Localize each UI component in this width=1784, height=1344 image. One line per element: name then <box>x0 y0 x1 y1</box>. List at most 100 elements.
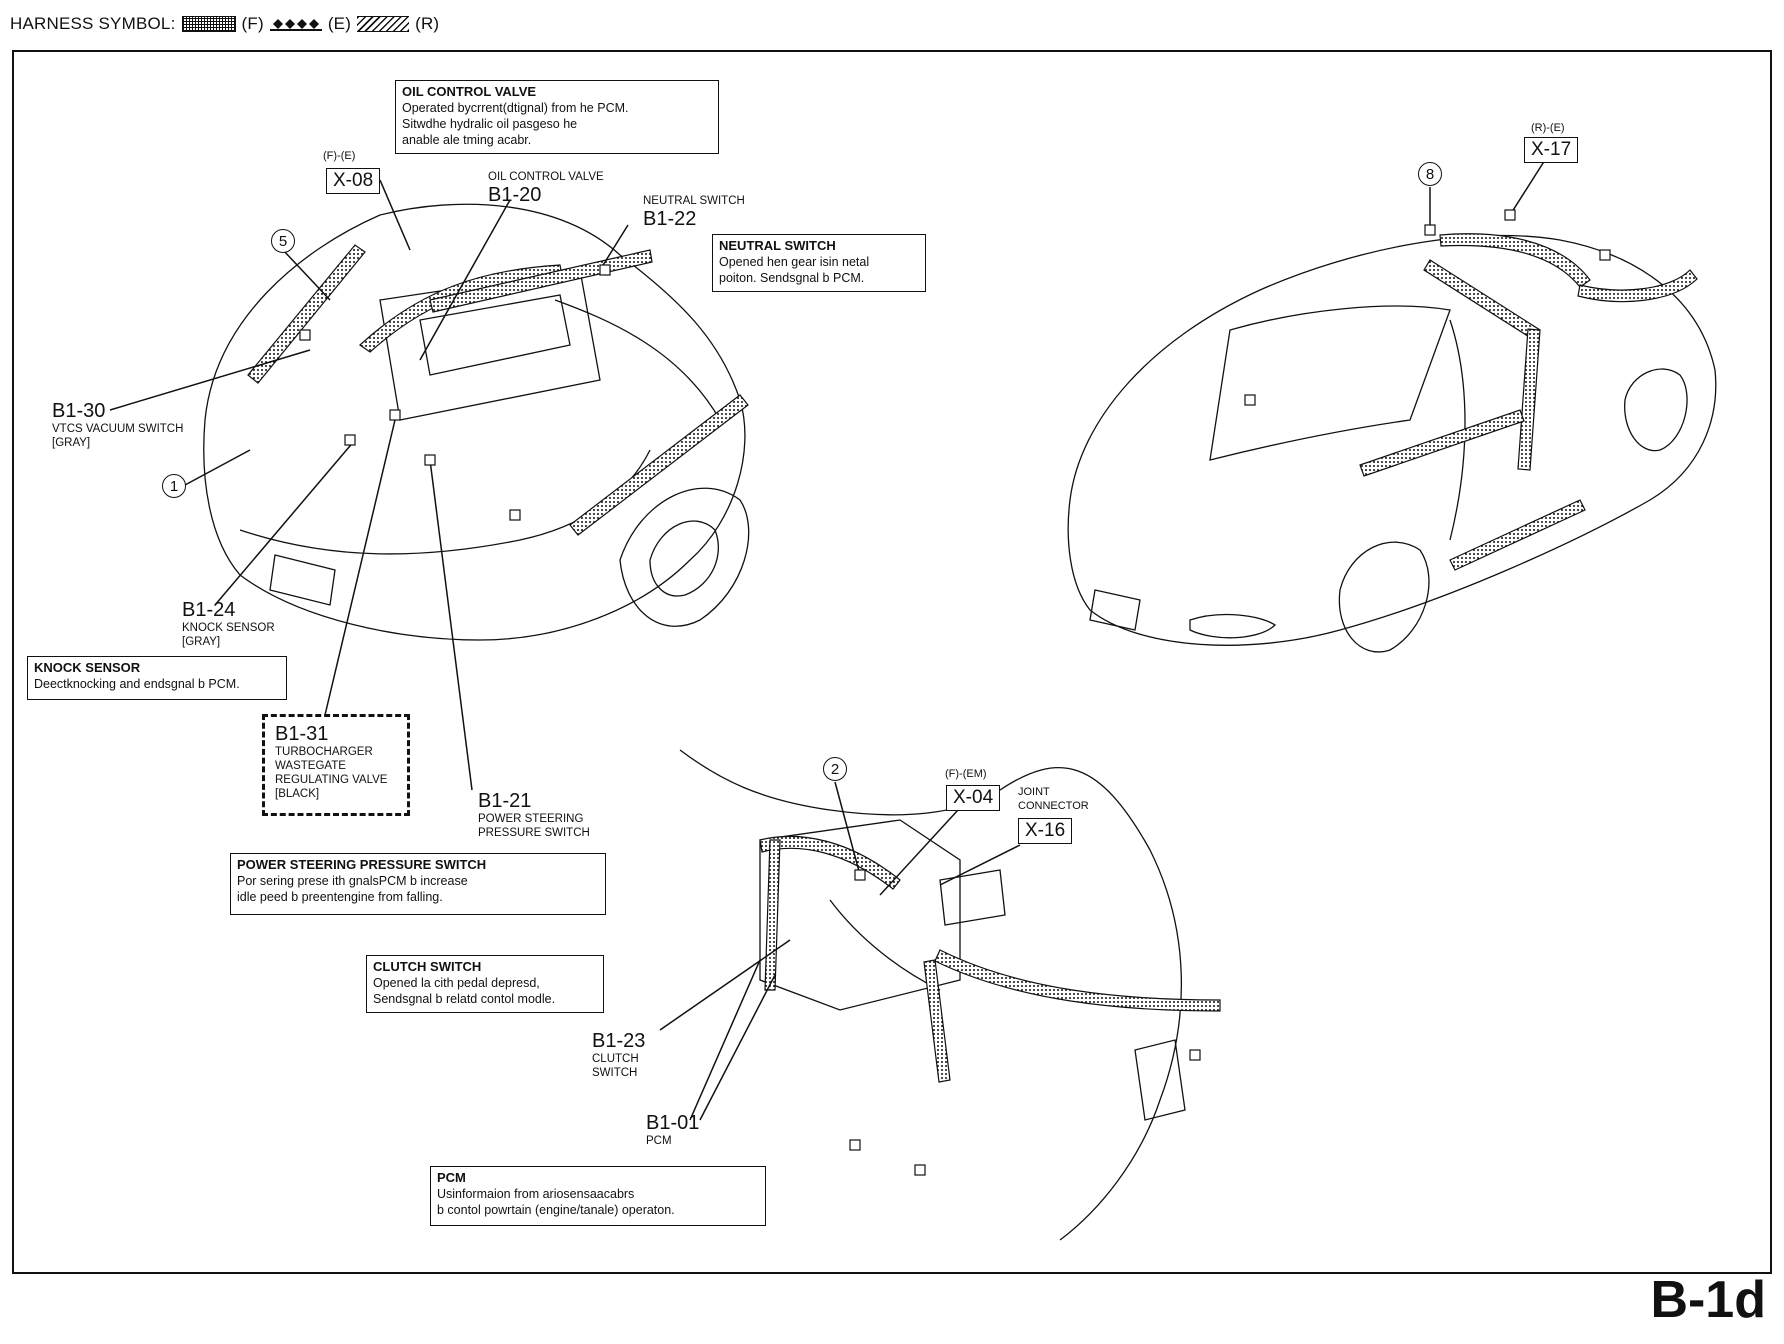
callout-b123: B1-23 <box>592 1030 646 1052</box>
b131-dashed-callout: B1-31 TURBOCHARGER WASTEGATE REGULATING … <box>262 714 410 816</box>
connector <box>1599 249 1611 261</box>
connector-x17: X-17 <box>1524 137 1579 163</box>
harness-bundle-body-d <box>1449 499 1586 571</box>
connector <box>344 434 356 446</box>
pcm-description: PCM Usinformaion from ariosensaacabrs b … <box>430 1166 766 1226</box>
leader-x17 <box>1509 159 1546 216</box>
description-title: CLUTCH SWITCH <box>373 959 482 974</box>
leader-b101b <box>699 974 776 1121</box>
description-line: Opened la cith pedal depresd, <box>373 976 540 990</box>
leader-n1 <box>184 449 251 486</box>
leader-b131 <box>324 419 396 716</box>
description-title: KNOCK SENSOR <box>34 660 141 675</box>
harness-bundle-front-right <box>569 394 749 536</box>
connector-x08: X-08 <box>326 168 381 194</box>
leader-b124 <box>214 439 356 606</box>
harness-front-symbol <box>181 16 236 32</box>
b122-sub: NEUTRAL SWITCH <box>643 195 745 207</box>
left-car-wheel <box>619 487 750 627</box>
right-car-plate <box>1089 589 1141 631</box>
callout-b131: B1-31 <box>275 723 329 745</box>
b123-sub-2: SWITCH <box>592 1067 638 1079</box>
connector <box>509 509 521 521</box>
description-line: Operated bycrrent(dtignal) from he PCM. <box>402 101 629 115</box>
left-car-body <box>203 203 746 641</box>
leader-x16 <box>939 844 1021 886</box>
right-car-door <box>1449 319 1466 541</box>
b130-sub-1: VTCS VACUUM SWITCH <box>52 423 184 435</box>
legend-rear-label: (R) <box>415 14 440 33</box>
circled-number-8: 8 <box>1418 162 1442 186</box>
b124-sub-1: KNOCK SENSOR <box>182 622 275 634</box>
callout-b120: B1-20 <box>488 184 542 206</box>
circled-number-1: 1 <box>162 474 186 498</box>
description-line: idle peed b preentengine from falling. <box>237 890 443 904</box>
description-line: Por sering prese ith gnalsPCM b increase <box>237 874 468 888</box>
connector-x04: X-04 <box>946 785 1001 811</box>
b131-sub-3: REGULATING VALVE <box>275 774 388 786</box>
harness-bundle-body-e <box>1577 269 1698 303</box>
harness-engine-symbol <box>269 19 322 31</box>
x16-note-1: JOINT <box>1018 786 1050 798</box>
leader-x08 <box>379 179 411 251</box>
callout-b122: B1-22 <box>643 208 697 230</box>
b101-sub-1: PCM <box>646 1135 672 1147</box>
right-car-headlight <box>1189 613 1277 639</box>
b123-sub-1: CLUTCH <box>592 1053 639 1065</box>
b120-sub: OIL CONTROL VALVE <box>488 171 604 183</box>
callout-b121: B1-21 <box>478 790 532 812</box>
connector <box>1424 224 1436 236</box>
harness-symbol-legend: HARNESS SYMBOL: (F) (E) (R) <box>10 14 439 34</box>
power-steering-description: POWER STEERING PRESSURE SWITCH Por serin… <box>230 853 606 915</box>
pcm-bracket <box>1134 1039 1186 1121</box>
harness-bundle-dash-left <box>764 839 781 991</box>
harness-bundle-body-top <box>1439 233 1591 288</box>
description-line: Sendsgnal b relatd contol modle. <box>373 992 556 1006</box>
callout-b101: B1-01 <box>646 1112 700 1134</box>
leader-b130 <box>109 349 311 411</box>
circled-number-5: 5 <box>271 229 295 253</box>
harness-bundle-body-b <box>1517 328 1541 471</box>
steering-column <box>829 899 941 991</box>
dash-outline <box>679 749 1183 1241</box>
description-title: POWER STEERING PRESSURE SWITCH <box>237 857 487 872</box>
x08-note: (F)-(E) <box>323 150 356 162</box>
b130-sub-2: [GRAY] <box>52 437 91 449</box>
right-car-windshield <box>1209 305 1451 461</box>
harness-rear-symbol <box>357 16 410 32</box>
connector <box>599 264 611 276</box>
connector <box>914 1164 926 1176</box>
leader-b121 <box>429 459 473 791</box>
legend-engine-label: (E) <box>327 14 352 33</box>
b131-sub-1: TURBOCHARGER <box>275 746 373 758</box>
connector <box>1244 394 1256 406</box>
leader-x04 <box>879 809 959 896</box>
b121-sub-1: POWER STEERING <box>478 813 584 825</box>
harness-bundle-body-c <box>1359 409 1525 477</box>
right-car-rear-wheel <box>1624 368 1688 452</box>
harness-bundle-dash-right <box>934 949 1221 1012</box>
connector <box>1504 209 1516 221</box>
oil-control-valve-description: OIL CONTROL VALVE Operated bycrrent(dtig… <box>395 80 719 154</box>
leader-b122 <box>599 224 629 271</box>
connector <box>1189 1049 1201 1061</box>
neutral-switch-description: NEUTRAL SWITCH Opened hen gear isin neta… <box>712 234 926 292</box>
leader-n2 <box>834 781 861 876</box>
leader-b101a <box>689 959 761 1121</box>
connector <box>299 329 311 341</box>
b121-sub-2: PRESSURE SWITCH <box>478 827 590 839</box>
leader-n5 <box>282 249 331 301</box>
legend-front-label: (F) <box>241 14 264 33</box>
left-car-fender <box>554 299 721 421</box>
circled-number-2: 2 <box>823 757 847 781</box>
clutch-switch-description: CLUTCH SWITCH Opened la cith pedal depre… <box>366 955 604 1013</box>
x04-note: (F)-(EM) <box>945 768 987 780</box>
description-line: Opened hen gear isin netal <box>719 255 870 269</box>
harness-bundle-dash-top <box>759 835 901 890</box>
right-car-body <box>1067 235 1717 646</box>
connector <box>389 409 401 421</box>
b124-sub-2: [GRAY] <box>182 636 221 648</box>
x16-note-2: CONNECTOR <box>1018 800 1089 812</box>
dash-panel <box>759 819 961 1011</box>
harness-bundle-dash-down <box>923 959 951 1083</box>
